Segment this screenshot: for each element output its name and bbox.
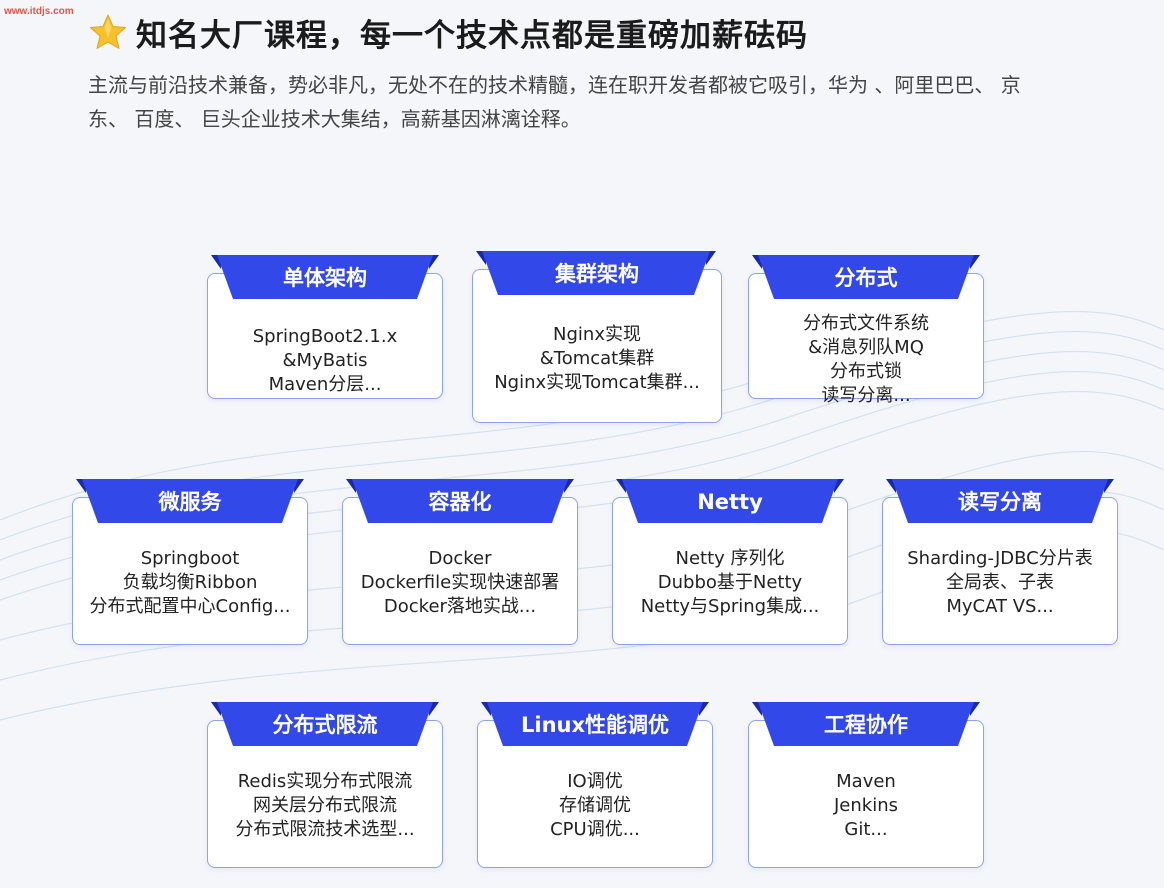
card-line: 分布式文件系统 xyxy=(803,313,929,334)
card-linux-tuning: Linux性能调优 IO调优 存储调优 CPU调优... xyxy=(477,702,713,868)
card-body: Redis实现分布式限流 网关层分布式限流 分布式限流技术选型... xyxy=(207,770,443,842)
card-line: Dockerfile实现快速部署 xyxy=(360,572,560,593)
ribbon xyxy=(211,255,439,299)
card-body: 分布式文件系统 &消息列队MQ 分布式锁 读写分离... xyxy=(748,312,984,408)
card-title: 单体架构 xyxy=(283,266,367,290)
card-cluster: 集群架构 Nginx实现 &Tomcat集群 Nginx实现Tomcat集群..… xyxy=(472,251,722,423)
star-icon xyxy=(90,14,126,49)
card-containerization: 容器化 Docker Dockerfile实现快速部署 Docker落地实战..… xyxy=(342,479,578,645)
card-body: IO调优 存储调优 CPU调优... xyxy=(477,770,713,842)
card-line: &Tomcat集群 xyxy=(539,348,655,369)
ribbon xyxy=(76,479,304,523)
card-body: SpringBoot2.1.x &MyBatis Maven分层... xyxy=(207,325,443,397)
ribbon xyxy=(752,702,980,746)
card-line: 负载均衡Ribbon xyxy=(122,572,258,593)
card-rate-limiting: 分布式限流 Redis实现分布式限流 网关层分布式限流 分布式限流技术选型... xyxy=(207,702,443,868)
page-subtitle: 主流与前沿技术兼备，势必非凡，无处不在的技术精髓，连在职开发者都被它吸引，华为 … xyxy=(88,68,1128,136)
page-title: 知名大厂课程，每一个技术点都是重磅加薪砝码 xyxy=(136,17,808,54)
card-line: 存储调优 xyxy=(559,795,631,816)
card-title: 工程协作 xyxy=(824,713,908,737)
card-title: 分布式 xyxy=(834,266,898,290)
card-body: Sharding-JDBC分片表 全局表、子表 MyCAT VS... xyxy=(882,547,1118,619)
card-title: Linux性能调优 xyxy=(520,713,670,737)
card-line: IO调优 xyxy=(567,771,623,792)
card-line: Sharding-JDBC分片表 xyxy=(907,548,1093,569)
card-netty: Netty Netty 序列化 Dubbo基于Netty Netty与Sprin… xyxy=(612,479,848,645)
ribbon xyxy=(752,255,980,299)
card-line: Springboot xyxy=(140,548,240,569)
card-line: Maven分层... xyxy=(268,374,382,395)
card-distributed: 分布式 分布式文件系统 &消息列队MQ 分布式锁 读写分离... xyxy=(748,255,984,406)
card-title: 读写分离 xyxy=(958,490,1042,514)
card-line: &MyBatis xyxy=(282,350,368,371)
card-line: Redis实现分布式限流 xyxy=(237,771,413,792)
card-line: 分布式限流技术选型... xyxy=(235,819,415,840)
card-line: Nginx实现 xyxy=(553,324,641,345)
card-read-write-split: 读写分离 Sharding-JDBC分片表 全局表、子表 MyCAT VS... xyxy=(882,479,1118,645)
card-line: Docker落地实战... xyxy=(383,596,537,617)
title-row: 知名大厂课程，每一个技术点都是重磅加薪砝码 xyxy=(88,10,1128,54)
ribbon xyxy=(481,702,709,746)
card-line: Netty与Spring集成... xyxy=(640,596,820,617)
card-body: Docker Dockerfile实现快速部署 Docker落地实战... xyxy=(342,547,578,619)
card-title: Netty xyxy=(697,490,763,514)
card-body: Springboot 负载均衡Ribbon 分布式配置中心Config... xyxy=(72,547,308,619)
card-title: 分布式限流 xyxy=(272,713,378,737)
subtitle-line-2: 东、 百度、 巨头企业技术大集结，高薪基因淋漓诠释。 xyxy=(88,107,581,131)
ribbon xyxy=(476,251,716,295)
card-line: Netty 序列化 xyxy=(675,548,785,569)
subtitle-line-1: 主流与前沿技术兼备，势必非凡，无处不在的技术精髓，连在职开发者都被它吸引，华为 … xyxy=(88,73,1021,97)
card-line: CPU调优... xyxy=(550,819,640,840)
card-title: 容器化 xyxy=(428,490,492,514)
card-microservices: 微服务 Springboot 负载均衡Ribbon 分布式配置中心Config.… xyxy=(72,479,308,645)
card-line: 读写分离... xyxy=(821,385,911,406)
card-engineering-collab: 工程协作 Maven Jenkins Git... xyxy=(748,702,984,868)
card-monolith: 单体架构 SpringBoot2.1.x &MyBatis Maven分层... xyxy=(207,255,443,399)
card-line: Jenkins xyxy=(833,795,898,816)
ribbon xyxy=(211,702,439,746)
card-line: 网关层分布式限流 xyxy=(253,795,397,816)
card-line: Git... xyxy=(844,819,888,840)
card-line: 分布式配置中心Config... xyxy=(89,596,291,617)
watermark: www.itdjs.com xyxy=(4,6,74,17)
card-line: Docker xyxy=(428,548,492,569)
card-body: Nginx实现 &Tomcat集群 Nginx实现Tomcat集群... xyxy=(472,323,722,395)
card-title: 集群架构 xyxy=(555,262,639,286)
header: 知名大厂课程，每一个技术点都是重磅加薪砝码 主流与前沿技术兼备，势必非凡，无处不… xyxy=(88,10,1128,136)
card-line: Nginx实现Tomcat集群... xyxy=(494,372,700,393)
card-line: MyCAT VS... xyxy=(946,596,1054,617)
ribbon xyxy=(886,479,1114,523)
card-line: SpringBoot2.1.x xyxy=(252,326,398,347)
card-line: Maven xyxy=(836,771,896,792)
card-line: &消息列队MQ xyxy=(808,337,924,358)
ribbon xyxy=(346,479,574,523)
card-title: 微服务 xyxy=(158,490,222,514)
card-line: Dubbo基于Netty xyxy=(657,572,803,593)
card-body: Netty 序列化 Dubbo基于Netty Netty与Spring集成... xyxy=(612,547,848,619)
card-line: 全局表、子表 xyxy=(946,572,1054,593)
card-body: Maven Jenkins Git... xyxy=(748,770,984,842)
ribbon xyxy=(616,479,844,523)
card-line: 分布式锁 xyxy=(830,361,902,382)
